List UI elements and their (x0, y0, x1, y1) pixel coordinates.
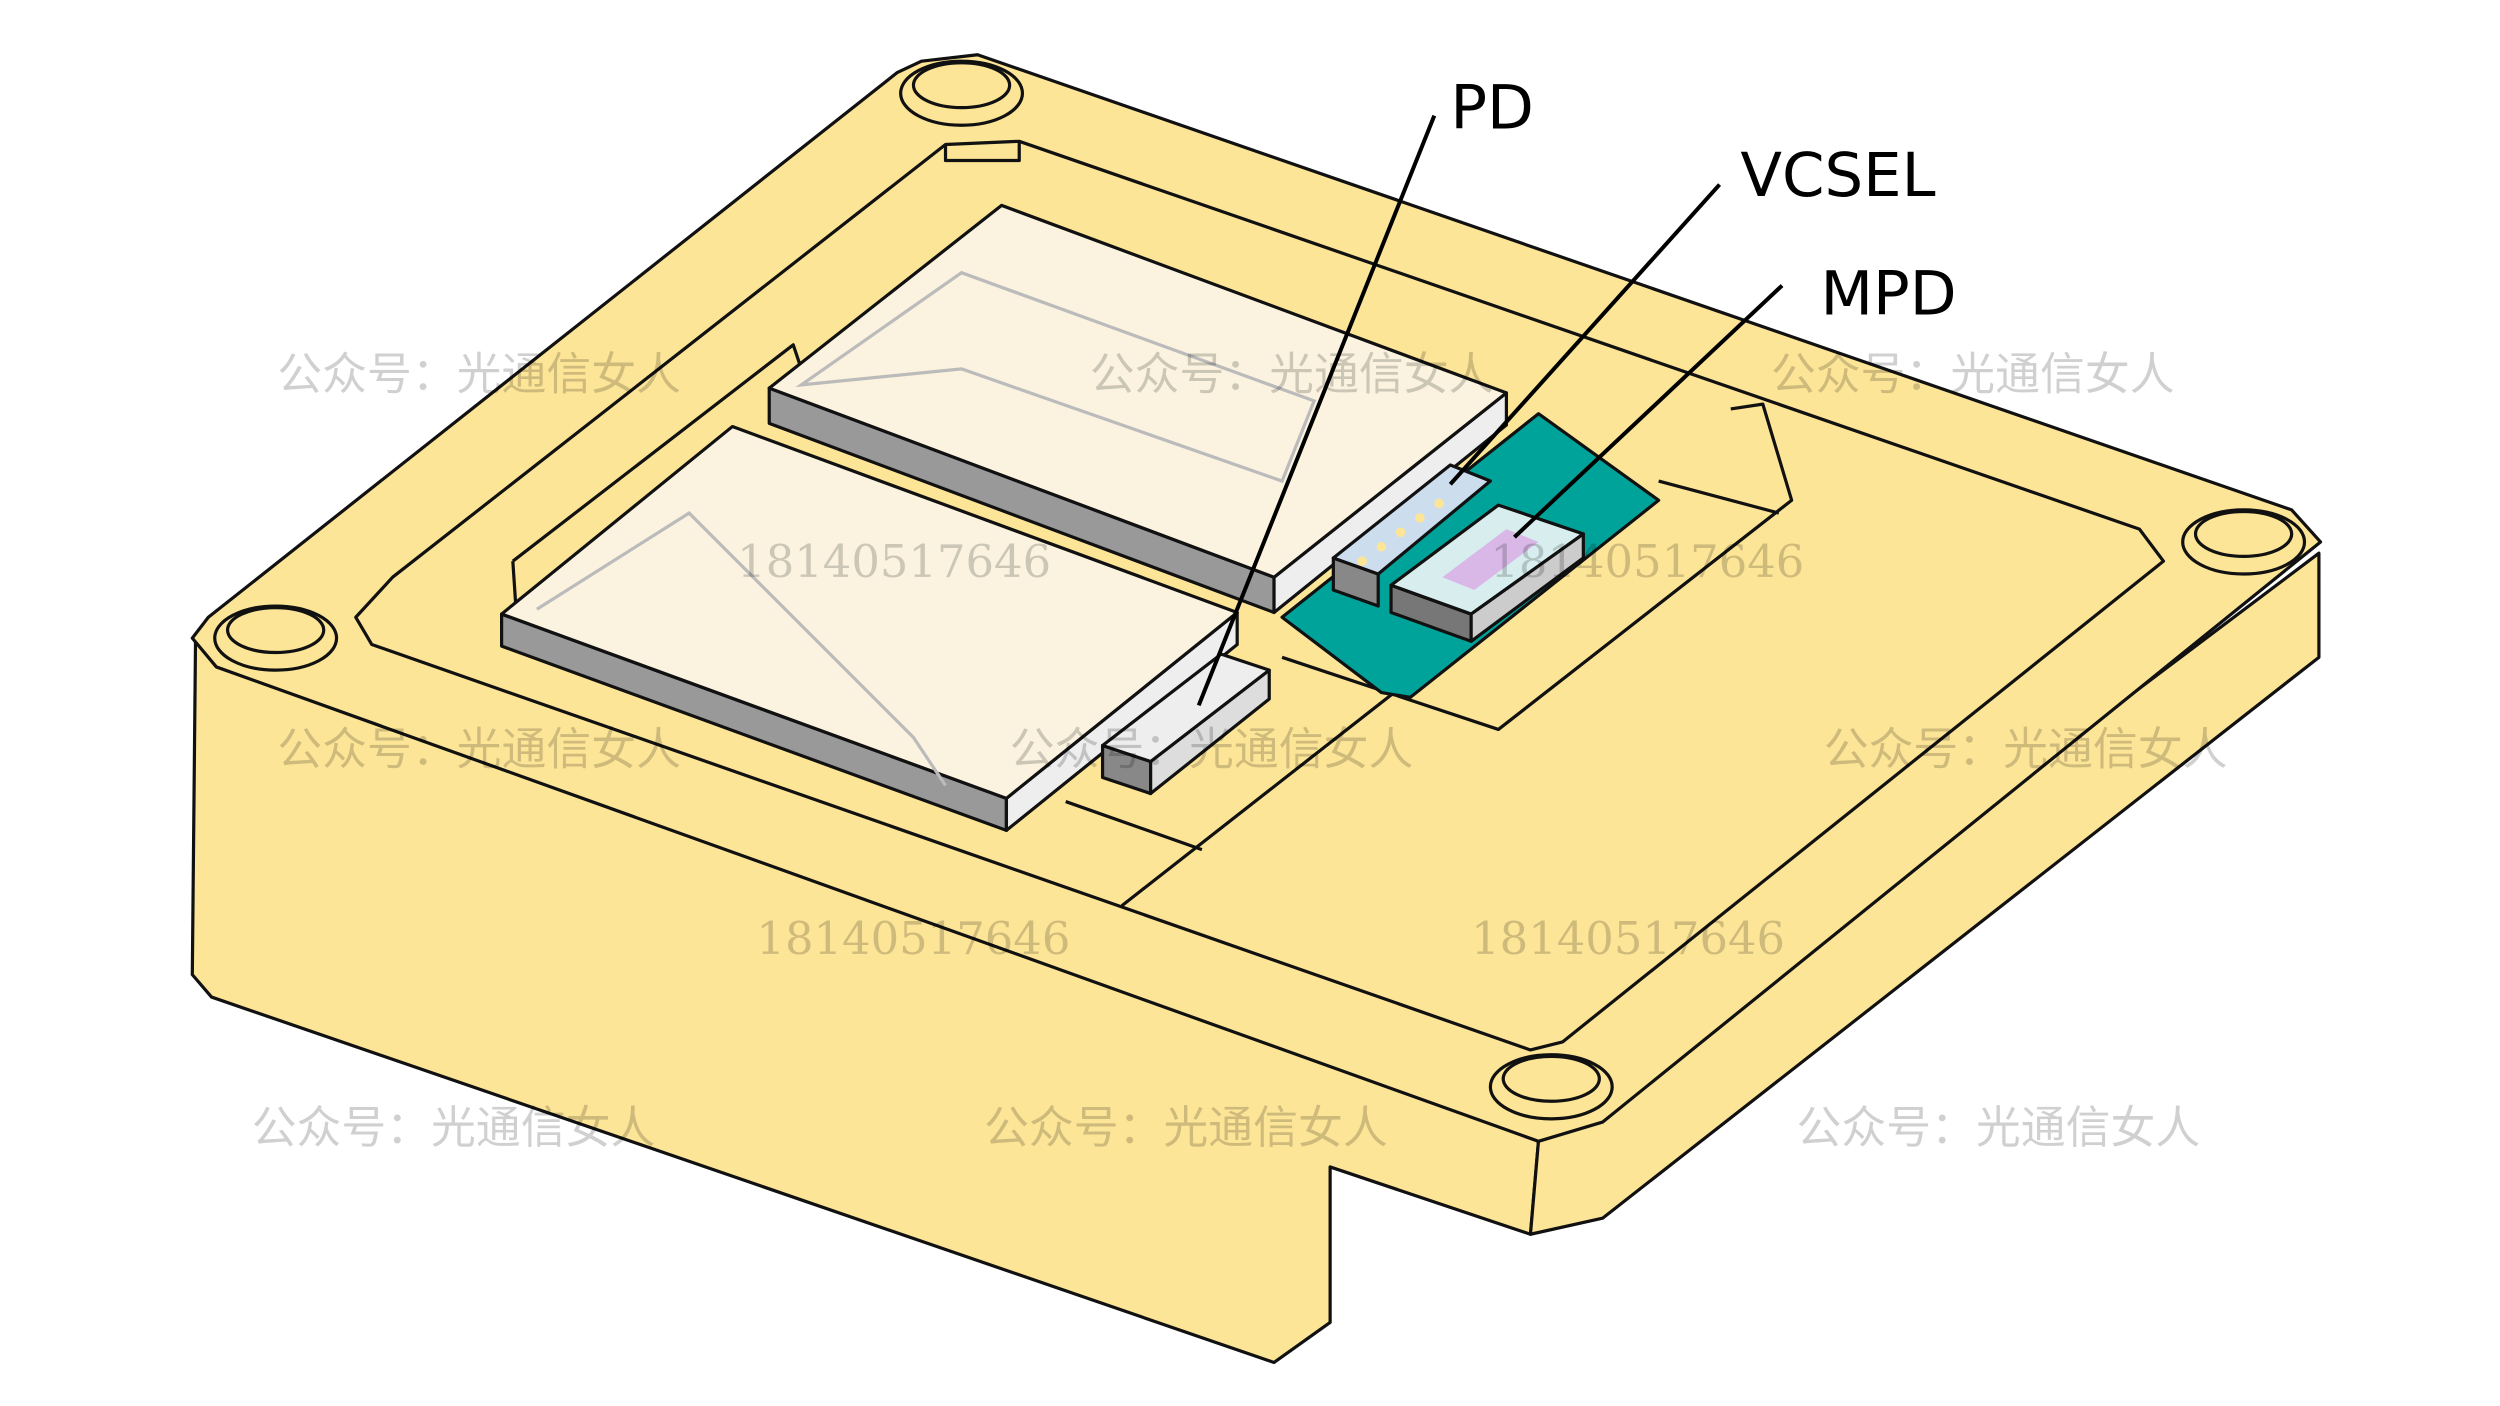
pd-chip (1100, 652, 1271, 796)
watermark: 公众号：光通信女人 (252, 1101, 656, 1154)
mpd-leader-line (1513, 284, 1784, 539)
pd-label: PD (1450, 72, 1534, 143)
vcsel-leader-line (1448, 183, 1722, 486)
watermark: 公众号：光通信女人 (277, 723, 681, 776)
mpd-chip (1389, 503, 1585, 643)
screw-hole (1488, 1053, 1614, 1121)
watermark-phone: 18140517646 (1471, 912, 1785, 965)
lower-lens-block (500, 424, 1239, 833)
screw-hole (2181, 508, 2307, 576)
watermark: 公众号：光通信女人 (1796, 1101, 2200, 1154)
vcsel-label: VCSEL (1740, 140, 1935, 211)
screw-hole (899, 59, 1025, 127)
vcsel-chip (1331, 463, 1492, 608)
mpd-label: MPD (1821, 258, 1957, 329)
watermark: 公众号：光通信女人 (1090, 348, 1494, 401)
housing-right-face (1528, 551, 2321, 1236)
pd-leader-line (1196, 114, 1437, 707)
screw-hole (213, 604, 339, 672)
watermark-phone: 18140517646 (1490, 535, 1804, 588)
watermark: 公众号：光通信女人 (984, 1101, 1388, 1154)
watermark: 公众号：光通信女人 (277, 348, 681, 401)
watermark: 公众号：光通信女人 (1010, 723, 1414, 776)
watermark-phone: 18140517646 (737, 535, 1051, 588)
watermark: 公众号：光通信女人 (1771, 348, 2175, 401)
watermark-phone: 18140517646 (756, 912, 1070, 965)
watermark: 公众号：光通信女人 (1824, 723, 2228, 776)
